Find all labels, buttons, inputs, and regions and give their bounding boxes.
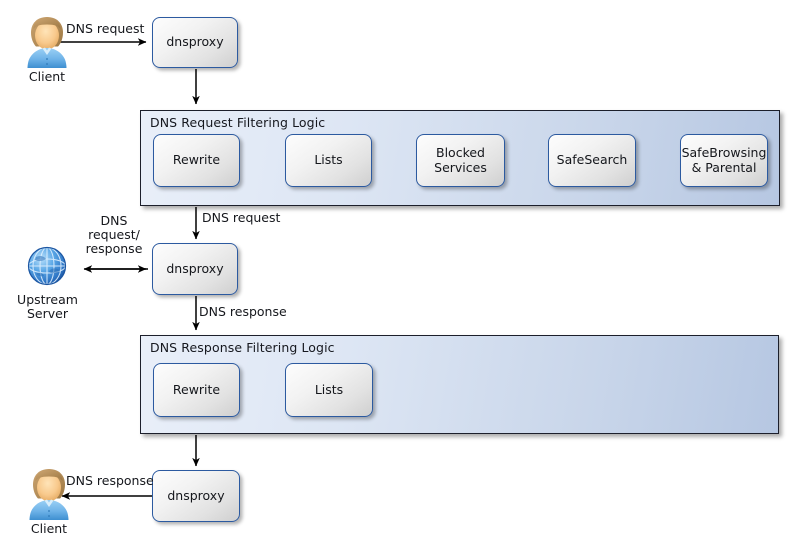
node-safesearch-label: SafeSearch [556, 152, 628, 168]
node-lists-response-label: Lists [314, 381, 344, 397]
user-icon [22, 14, 72, 74]
user-icon [24, 466, 74, 526]
node-rewrite-response[interactable]: Rewrite [153, 363, 240, 417]
node-rewrite-response-label: Rewrite [172, 381, 221, 397]
node-lists-request-label: Lists [314, 152, 343, 168]
response-filtering-panel: DNS Response Filtering Logic [140, 335, 779, 434]
node-safebrowsing-parental[interactable]: SafeBrowsing & Parental [680, 134, 768, 187]
node-safebrowsing-parental-label: SafeBrowsing & Parental [681, 144, 767, 175]
edge-label-dnsproxy-to-request-panel: DNS request [202, 210, 281, 225]
node-safesearch[interactable]: SafeSearch [548, 134, 636, 187]
node-blocked-services[interactable]: Blocked Services [416, 134, 505, 187]
response-filtering-panel-title: DNS Response Filtering Logic [150, 340, 335, 355]
node-blocked-services-label: Blocked Services [434, 144, 487, 175]
edge-label-upstream-exchange: DNS request/ response [85, 213, 143, 256]
edge-label-dnsproxy-to-response-panel: DNS response [199, 304, 287, 319]
client-bottom-caption: Client [30, 521, 68, 536]
node-lists-response[interactable]: Lists [285, 363, 373, 417]
edge-label-client-to-dnsproxy: DNS request [66, 21, 145, 36]
dnsproxy-bottom-node[interactable]: dnsproxy [152, 470, 240, 522]
request-filtering-panel-title: DNS Request Filtering Logic [150, 115, 326, 130]
dnsproxy-top-label: dnsproxy [166, 34, 224, 50]
client-top-caption: Client [28, 69, 66, 84]
dnsproxy-middle-node[interactable]: dnsproxy [152, 243, 238, 295]
dnsproxy-bottom-label: dnsproxy [167, 487, 225, 503]
globe-icon [24, 243, 70, 293]
dnsproxy-top-node[interactable]: dnsproxy [152, 17, 238, 68]
node-lists-request[interactable]: Lists [285, 134, 372, 187]
node-rewrite-request-label: Rewrite [172, 152, 221, 168]
dnsproxy-middle-label: dnsproxy [166, 260, 224, 276]
upstream-server-caption: Upstream Server [17, 292, 78, 321]
edge-label-dnsproxy-to-client: DNS response [66, 473, 154, 488]
node-rewrite-request[interactable]: Rewrite [153, 134, 240, 187]
